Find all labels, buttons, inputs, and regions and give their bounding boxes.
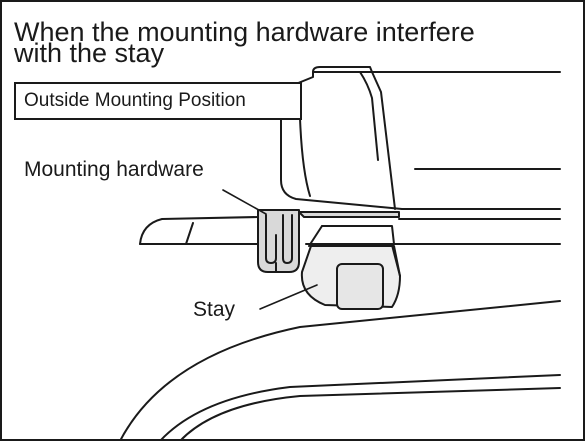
title-line-1: When the mounting hardware interfere [14,17,475,47]
mounting-hardware-label: Mounting hardware [24,158,204,181]
roof-rail [139,216,561,247]
mounting-position-box: Outside Mounting Position [14,82,302,120]
hardware-leader-line [222,189,267,215]
rail-bracket-plate [298,211,400,218]
stay-label: Stay [193,298,236,321]
rack-foot-cover [280,66,561,210]
stay-leader-line [259,284,318,310]
vehicle-body-curves [119,300,561,441]
title-line-2: with the stay [14,38,165,68]
stay [300,244,401,310]
mounting-hardware [257,209,300,273]
